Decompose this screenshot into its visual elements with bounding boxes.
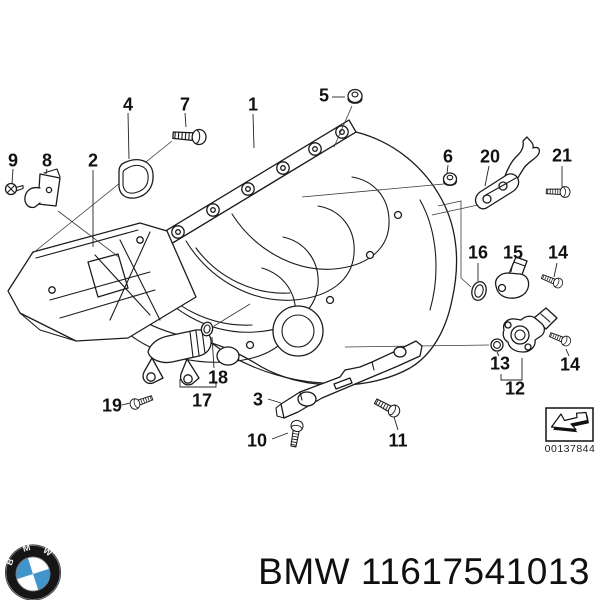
bolt-14-upper-drawing [539, 271, 565, 290]
bmw-logo: B M W [3, 542, 63, 600]
part-label-4: 4 [123, 95, 133, 115]
part-label-1: 1 [248, 95, 258, 115]
part-number-text: 11617541013 [360, 551, 590, 592]
projection-lines [32, 105, 490, 348]
oring-18-drawing [200, 321, 214, 337]
part-label-13: 13 [490, 354, 510, 374]
part-label-10: 10 [247, 431, 267, 451]
part-labels: 4 7 1 5 9 8 2 6 20 21 16 15 14 18 17 3 1… [8, 86, 580, 451]
valve-17-drawing [142, 329, 212, 386]
sensor-12-drawing [502, 307, 558, 353]
reference-arrow-icon [550, 411, 589, 433]
part-label-3: 3 [253, 390, 263, 410]
part-label-17: 17 [192, 391, 212, 411]
support-bracket-3-drawing [275, 340, 423, 419]
part-label-8: 8 [42, 151, 52, 171]
screw-9-drawing [4, 182, 24, 196]
bracket-8-drawing [24, 168, 61, 209]
bmw-logo-letter-m: M [22, 543, 32, 554]
bolt-19-drawing [128, 392, 155, 412]
part-label-15: 15 [503, 243, 523, 263]
brand-name: BMW [258, 551, 351, 592]
part-label-6: 6 [443, 147, 453, 167]
figure-reference: 00137844 [545, 407, 596, 455]
bolt-10-drawing [286, 418, 305, 449]
part-label-11: 11 [388, 431, 407, 451]
bolt-7-drawing [171, 127, 208, 146]
leader-lines [11, 96, 570, 440]
bmw-logo-letter-b: B [4, 556, 16, 567]
oring-16-drawing [471, 280, 487, 302]
bolt-21-drawing [545, 185, 571, 199]
figure-number: 00137844 [545, 443, 596, 455]
part-label-21: 21 [552, 146, 572, 166]
nut-5-drawing [347, 88, 363, 104]
part-label-14-upper: 14 [548, 243, 568, 263]
part-label-19: 19 [102, 396, 122, 416]
bolt-11-drawing [372, 395, 403, 420]
part-label-9: 9 [8, 151, 18, 171]
bracket-20-drawing [474, 136, 540, 210]
oring-13-drawing [490, 338, 504, 352]
part-label-14-lower: 14 [560, 355, 580, 375]
part-label-12: 12 [505, 379, 525, 399]
nut-6-drawing [442, 172, 458, 187]
gasket-drawing [118, 159, 154, 199]
part-label-5: 5 [319, 86, 329, 106]
bolt-14-lower-drawing [547, 329, 573, 348]
part-label-18: 18 [208, 368, 228, 388]
sensor-15-drawing [494, 256, 530, 299]
footer-caption: BMW 11617541013 [258, 551, 590, 593]
exploded-diagram: 4 7 1 5 9 8 2 6 20 21 16 15 14 18 17 3 1… [4, 86, 596, 455]
part-label-2: 2 [88, 151, 98, 171]
part-label-16: 16 [468, 243, 488, 263]
part-label-20: 20 [480, 147, 500, 167]
part-label-7: 7 [180, 95, 190, 115]
acoustic-cover-drawing [7, 222, 197, 342]
